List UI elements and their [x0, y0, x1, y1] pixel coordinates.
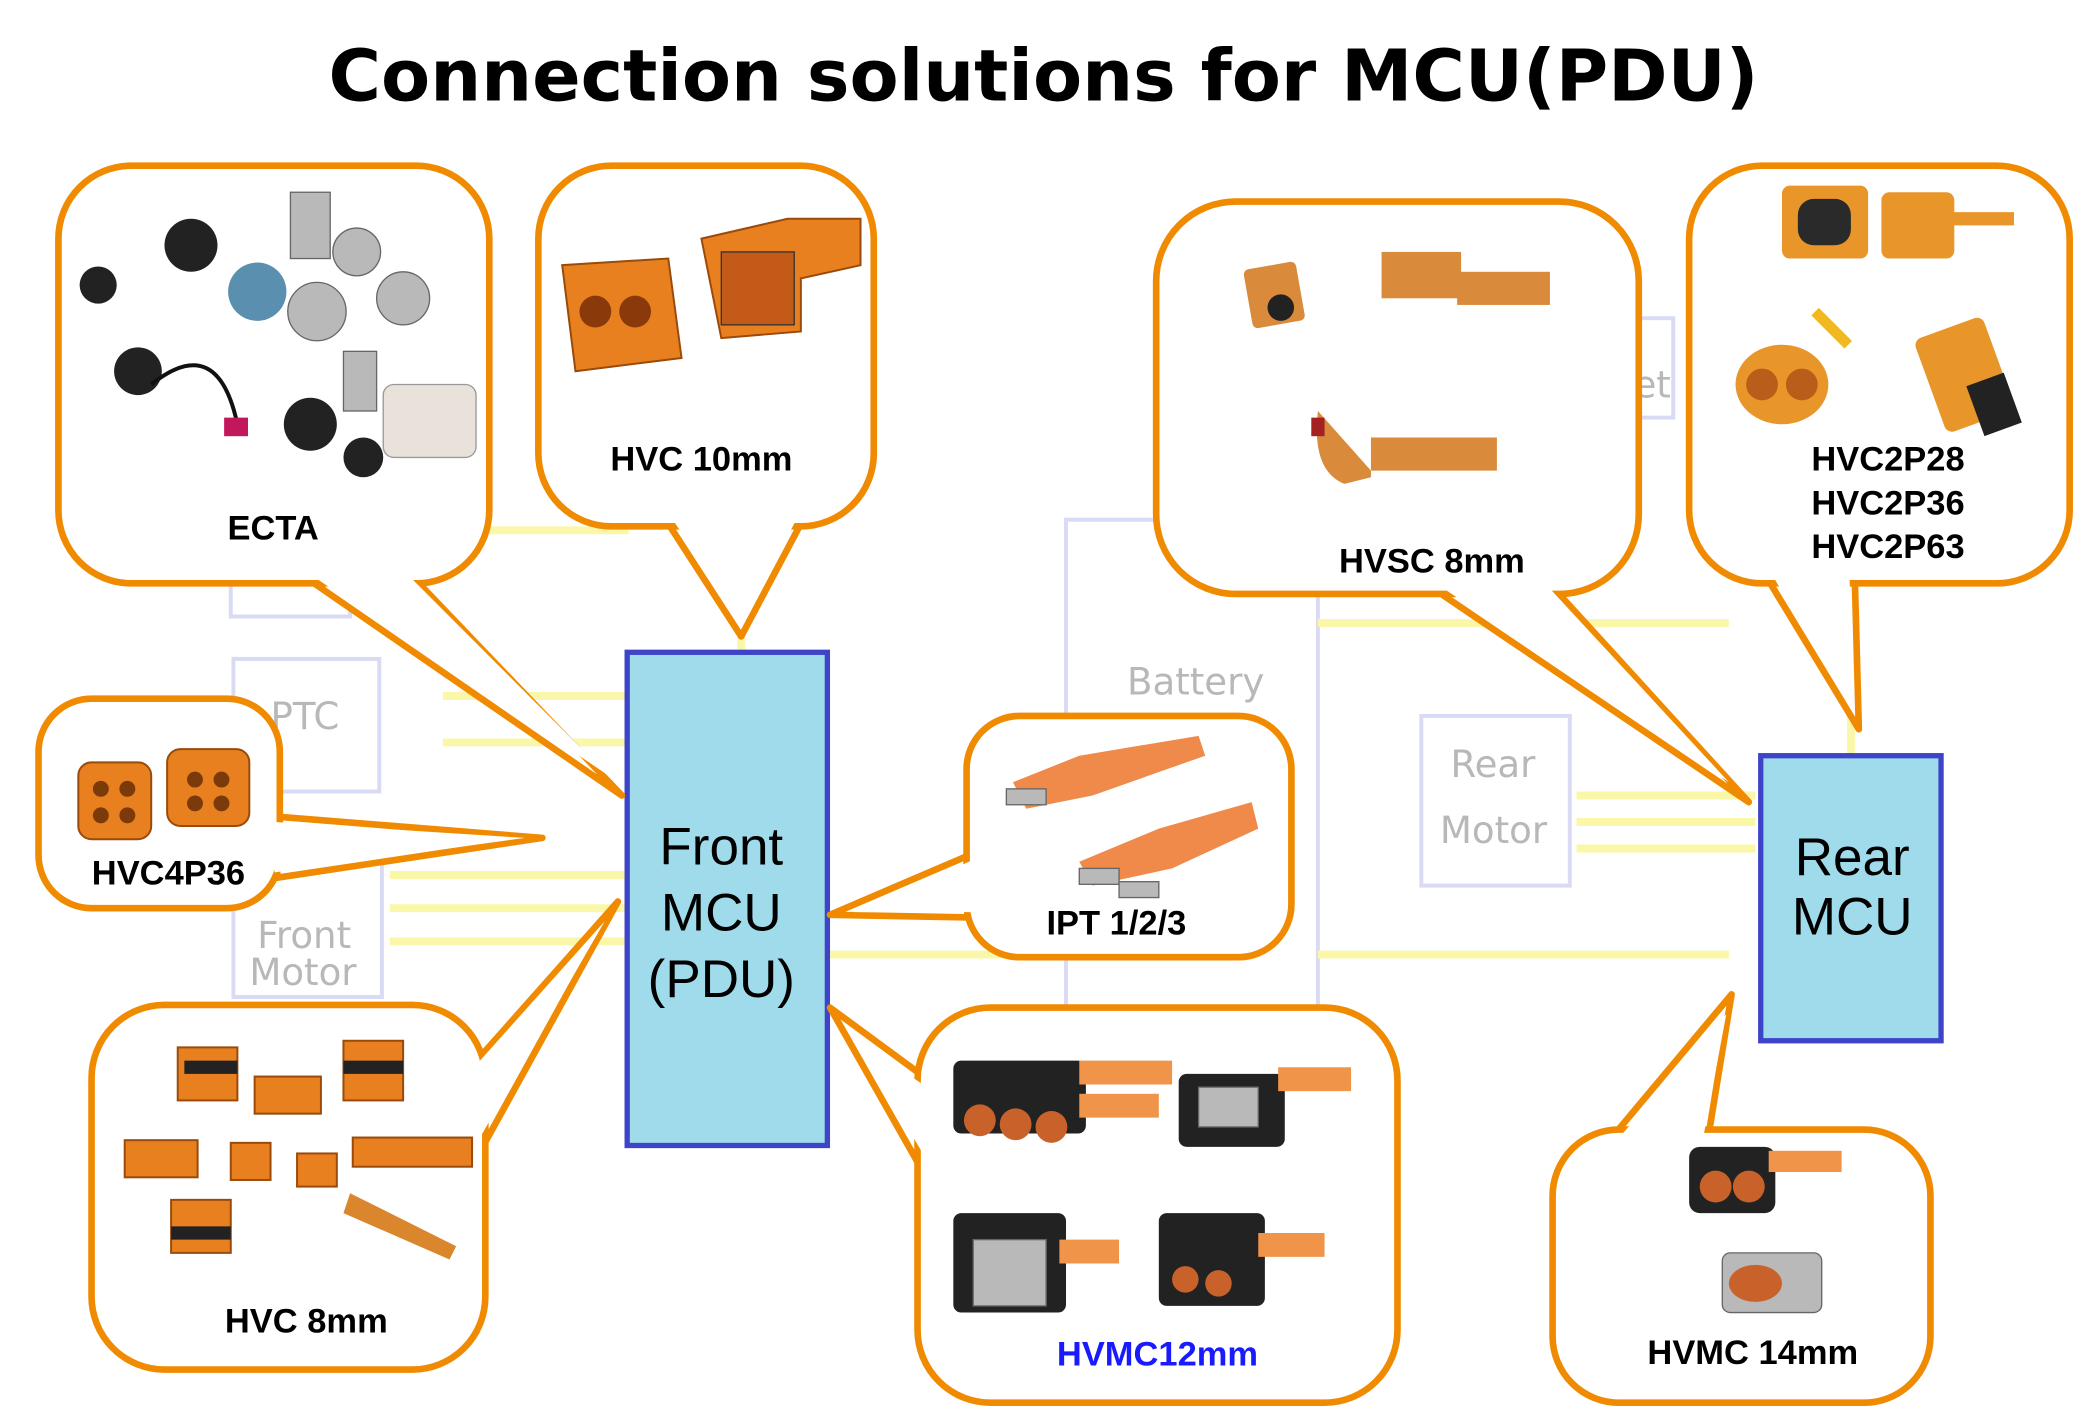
front-mcu-box	[624, 649, 831, 1149]
hvc2p63-label: HVC2P63	[1811, 528, 1964, 566]
hvsc-8mm-image	[1243, 251, 1550, 484]
ecta-label: ECTA	[228, 510, 319, 548]
battery-label: Battery	[1127, 661, 1264, 704]
ipt-label: IPT 1/2/3	[1046, 905, 1186, 943]
callout-hvsc-8mm: HVSC 8mm	[1152, 198, 1753, 806]
callout-ecta: ECTA	[55, 162, 626, 799]
hvsc-8mm-label: HVSC 8mm	[1339, 543, 1525, 581]
callout-hvc-8mm: HVC 8mm	[88, 898, 622, 1373]
hvc-10mm-image	[561, 217, 862, 373]
front-mcu-label-1: Front	[659, 817, 783, 876]
rear-mcu-label-2: MCU	[1792, 888, 1913, 947]
rear-mcu: Rear MCU	[1758, 753, 1944, 1044]
front-mcu: Front MCU (PDU)	[624, 649, 831, 1149]
hvc-8mm-label: HVC 8mm	[225, 1302, 388, 1340]
hvmc-14mm-image	[1689, 1146, 1842, 1314]
callout-hvc-10mm: HVC 10mm	[535, 162, 878, 640]
callout-hvc4p36: HVC4P36	[35, 695, 546, 912]
rear-motor-block	[1419, 713, 1572, 888]
hvmc12mm-label: HVMC12mm	[1057, 1336, 1258, 1374]
hvc-10mm-label: HVC 10mm	[610, 441, 792, 479]
callout-ipt: IPT 1/2/3	[826, 712, 1295, 961]
callout-hvc2p: HVC2P28 HVC2P36 HVC2P63	[1685, 162, 2073, 733]
hvc4p36-label: HVC4P36	[92, 854, 245, 892]
callout-hvmc12mm: HVMC12mm	[826, 1004, 1401, 1407]
rear-mcu-label-1: Rear	[1795, 828, 1910, 887]
hvc2p36-label: HVC2P36	[1811, 484, 1964, 522]
hvc2p-image	[1735, 185, 2022, 437]
page-title: Connection solutions for MCU(PDU)	[329, 35, 1759, 118]
ipt-image	[1005, 735, 1259, 899]
hvmc-14mm-label: HVMC 14mm	[1647, 1334, 1858, 1372]
hvc4p36-image	[77, 748, 251, 841]
rear-motor-label-1: Rear	[1450, 743, 1536, 786]
front-motor-label-2: Motor	[249, 951, 357, 994]
ptc-label: PTC	[271, 695, 340, 738]
hvmc12mm-image	[953, 1060, 1352, 1313]
front-mcu-label-2: MCU	[661, 884, 782, 943]
ecta-connectors-image	[79, 191, 477, 478]
hvc-8mm-image	[123, 1039, 474, 1260]
front-motor-label-1: Front	[257, 914, 351, 957]
callout-hvmc-14mm: HVMC 14mm	[1549, 991, 1934, 1407]
rear-mcu-box	[1758, 753, 1944, 1044]
hvc2p28-label: HVC2P28	[1811, 441, 1964, 479]
front-mcu-label-3: (PDU)	[648, 950, 795, 1009]
rear-motor-label-2: Motor	[1440, 809, 1548, 852]
